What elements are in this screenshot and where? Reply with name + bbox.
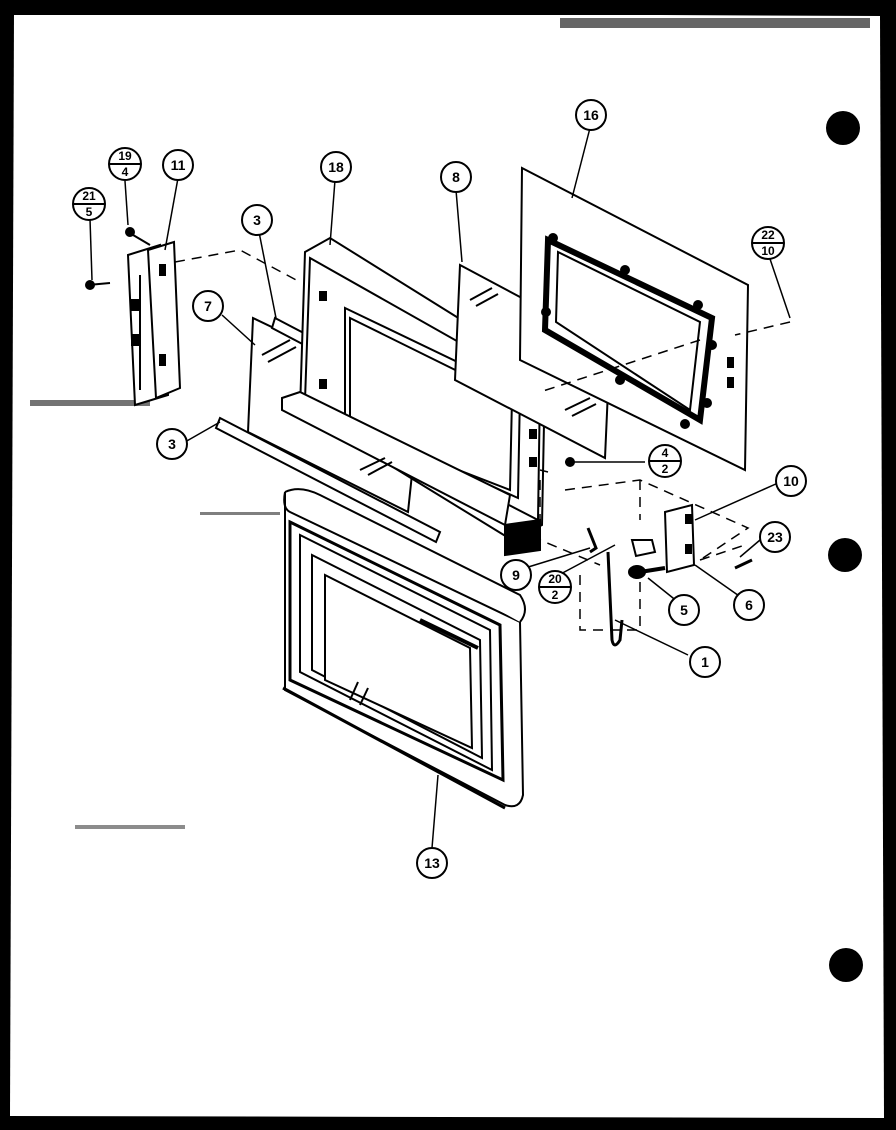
callout-10-label: 10	[783, 473, 799, 489]
callout-23-label: 23	[767, 529, 783, 545]
callout-5-label: 5	[680, 602, 688, 618]
panel-screw	[565, 457, 645, 467]
dashed-leader-lines	[174, 249, 791, 631]
callout-fraction-19-4: 19 4	[108, 147, 142, 181]
callout-16: 16	[575, 99, 607, 131]
fraction-22-10-bottom: 10	[761, 244, 775, 258]
callout-6-label: 6	[745, 597, 753, 613]
callout-3-upper-label: 3	[253, 212, 261, 228]
callout-9: 9	[500, 559, 532, 591]
callout-3-lower-label: 3	[168, 436, 176, 452]
callout-23: 23	[759, 521, 791, 553]
callout-13: 13	[416, 847, 448, 879]
fraction-19-4-bottom: 4	[122, 165, 129, 179]
callout-1-label: 1	[701, 654, 709, 670]
callout-7-label: 7	[204, 298, 212, 314]
callout-18-label: 18	[328, 159, 344, 175]
binder-hole-top	[826, 111, 860, 145]
callout-13-label: 13	[424, 855, 440, 871]
callout-11-label: 11	[171, 157, 186, 173]
callout-16-label: 16	[583, 107, 599, 123]
binder-hole-bottom	[829, 948, 863, 982]
scan-noise	[14, 12, 880, 829]
fraction-22-10-top: 22	[761, 228, 775, 242]
callout-9-label: 9	[512, 567, 520, 583]
callout-18: 18	[320, 151, 352, 183]
binder-hole-middle	[828, 538, 862, 572]
callout-fraction-21-5: 21 5	[72, 187, 106, 221]
fraction-20-2-top: 20	[548, 572, 562, 586]
hinge-screws	[85, 227, 151, 290]
fraction-21-5-bottom: 5	[86, 205, 93, 219]
fraction-19-4-top: 19	[118, 149, 132, 163]
callout-8: 8	[440, 161, 472, 193]
callout-7: 7	[192, 290, 224, 322]
fraction-4-2-top: 4	[662, 446, 669, 460]
callout-11: 11	[162, 149, 194, 181]
callout-10: 10	[775, 465, 807, 497]
outer-door	[282, 488, 526, 810]
inner-door-frame	[281, 236, 547, 557]
callout-1: 1	[689, 646, 721, 678]
callout-5: 5	[668, 594, 700, 626]
fraction-4-2-bottom: 2	[662, 462, 669, 476]
callout-8-label: 8	[452, 169, 460, 185]
callout-6: 6	[733, 589, 765, 621]
callout-leaders	[89, 127, 791, 849]
callout-fraction-20-2: 20 2	[538, 570, 572, 604]
callout-fraction-22-10: 22 10	[751, 226, 785, 260]
fraction-20-2-bottom: 2	[552, 588, 559, 602]
callout-3-upper: 3	[241, 204, 273, 236]
outer-panel	[518, 166, 750, 472]
fraction-21-5-top: 21	[82, 189, 96, 203]
frame-glass-mark	[359, 457, 393, 476]
callout-3-lower: 3	[156, 428, 188, 460]
hinge-bracket	[126, 240, 182, 407]
latch-parts	[586, 503, 753, 647]
callout-fraction-4-2: 4 2	[648, 444, 682, 478]
